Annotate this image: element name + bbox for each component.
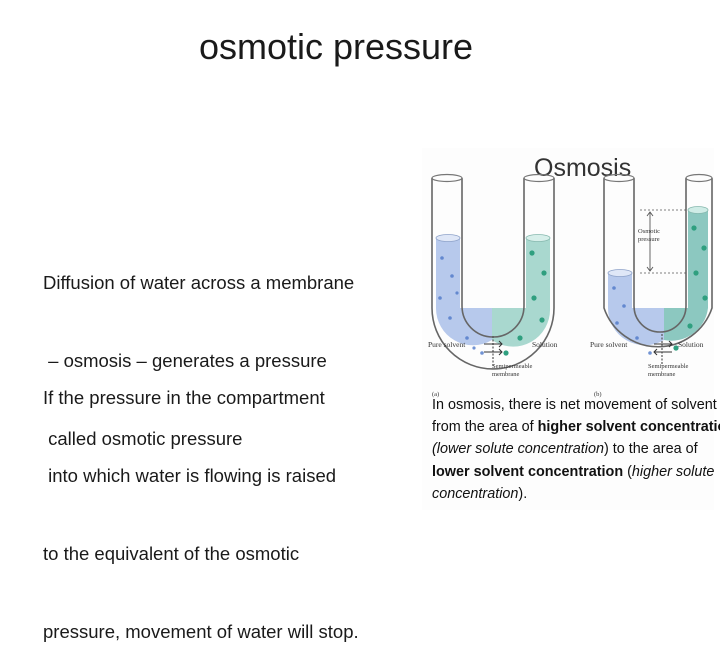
caption-text: ) to the area of <box>603 441 698 458</box>
membrane-label: membrane <box>492 371 520 378</box>
figure-heading: Osmosis <box>534 154 631 182</box>
caption-bold-text: lower solvent concentration <box>432 463 624 480</box>
caption-line: concentration). <box>432 483 716 505</box>
osmosis-figure: Osmosis <box>422 148 720 510</box>
paragraph-line: to the equivalent of the osmotic <box>43 543 300 564</box>
solution-label: Solution <box>532 340 558 349</box>
paragraph-line: called osmotic pressure <box>43 428 243 449</box>
slide-title: osmotic pressure <box>198 26 474 67</box>
paragraph-line: Diffusion of water across a membrane <box>43 272 355 293</box>
membrane-label: Semipermeable <box>492 363 533 370</box>
solution-liquid <box>492 238 551 347</box>
paragraph-line: If the pressure in the compartment <box>43 387 325 408</box>
caption-text: ( <box>623 463 632 480</box>
membrane-label: Semipermeable <box>648 363 689 370</box>
panel-label: (a) <box>432 391 439 398</box>
solvent-liquid <box>607 273 664 346</box>
paragraph-osmosis-definition: Diffusion of water across a membrane – o… <box>43 218 354 478</box>
osmosis-diagram: Osmosis <box>428 154 713 398</box>
osmotic-pressure-label: pressure <box>638 236 660 243</box>
pure-solvent-label: Pure solvent <box>428 340 466 349</box>
caption-text: from the area of <box>432 419 538 436</box>
caption-italic-text: concentration <box>432 485 519 502</box>
caption-line: lower solvent concentration (higher solu… <box>432 461 716 483</box>
caption-line: In osmosis, there is net movement of sol… <box>432 397 717 413</box>
solution-label: Solution <box>678 340 704 349</box>
caption-italic-text: higher solute <box>631 463 715 480</box>
figure-caption: In osmosis, there is net movement of sol… <box>432 394 720 505</box>
paragraph-line: – osmosis – generates a pressure <box>43 350 327 371</box>
pure-solvent-label: Pure solvent <box>590 340 628 349</box>
u-tube-b <box>603 173 713 366</box>
caption-italic-text: (lower solute concentration <box>432 441 604 458</box>
membrane-label: membrane <box>648 371 676 378</box>
caption-bold-text: higher solvent concentration <box>537 419 720 436</box>
caption-line: from the area of higher solvent concentr… <box>432 416 720 438</box>
paragraph-line: into which water is flowing is raised <box>43 465 337 486</box>
paragraph-line: pressure, movement of water will stop. <box>43 621 359 642</box>
panel-label: (b) <box>594 391 602 398</box>
osmotic-pressure-label: Osmotic <box>638 228 660 235</box>
paragraph-pressure-equilibrium: If the pressure in the compartment into … <box>43 333 359 671</box>
solvent-liquid <box>435 238 492 346</box>
u-tube-a <box>431 173 555 370</box>
caption-line: (lower solute concentration) to the area… <box>432 438 716 460</box>
caption-text: ). <box>518 485 528 502</box>
solution-liquid <box>664 210 708 341</box>
